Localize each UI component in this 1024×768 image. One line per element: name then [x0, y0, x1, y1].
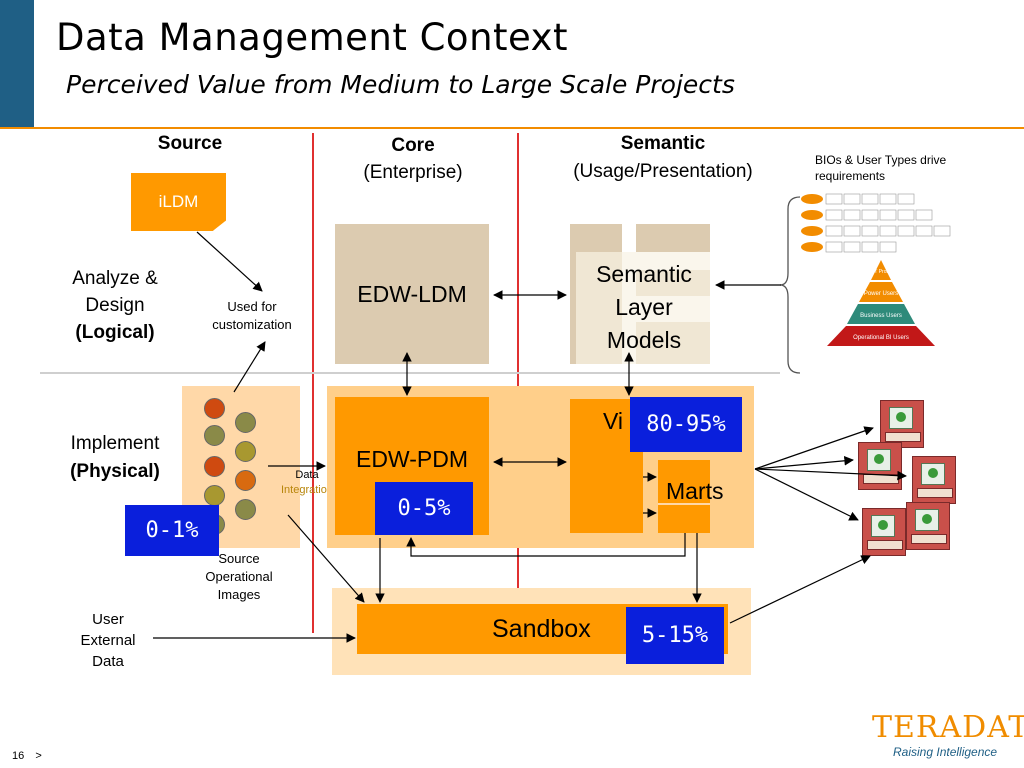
source-db-dot	[235, 412, 256, 433]
arrow-to-users-1	[754, 426, 874, 470]
data-integration-label: Data Integration	[274, 468, 340, 498]
row-label-logical-line2: Design	[85, 295, 145, 316]
arrow-marts-to-pdm	[406, 533, 686, 557]
page-number-value: 16	[12, 750, 25, 762]
column-header-core: Core	[391, 135, 435, 156]
arrow-to-users-4	[754, 468, 859, 521]
teradata-tagline: Raising Intelligence	[893, 745, 998, 759]
pyramid-label-operational-bi: Operational BI Users	[853, 335, 909, 341]
title-rule	[0, 127, 1024, 129]
title-accent-bar	[0, 0, 34, 128]
pyramid-level-it-pros	[871, 260, 891, 280]
next-page-link[interactable]: >	[35, 750, 42, 762]
source-db-dot	[235, 499, 256, 520]
page-number: 16 >	[12, 750, 42, 762]
marts-label: Marts	[666, 478, 724, 504]
pct-badge-semantic: 80-95%	[630, 397, 742, 452]
user-pc-icon	[858, 442, 902, 490]
views-label: Vi	[603, 408, 624, 434]
data-integration-line2: Integration	[281, 484, 333, 496]
marts-box	[658, 460, 710, 533]
used-for-customization-label: Used for customization	[212, 299, 292, 332]
user-pc-icon	[862, 508, 906, 556]
row-label-physical-line1: Implement	[70, 433, 160, 454]
row-label-logical-line1: Analyze &	[72, 268, 158, 289]
slide-subtitle: Perceived Value from Medium to Large Sca…	[66, 70, 735, 99]
pyramid-level-power-users	[859, 282, 903, 302]
divider-core-semantic	[517, 133, 519, 633]
source-operational-images-label: Source Operational Images	[205, 551, 273, 602]
row-label-logical: Analyze & Design (Logical)	[50, 265, 180, 346]
source-db-dot	[204, 456, 225, 477]
pyramid-label-power-users: Power Users	[864, 291, 898, 297]
semantic-stack-front	[576, 252, 710, 364]
semantic-layer-models-label: Semantic Layer Models	[596, 261, 692, 353]
column-subheader-semantic: (Usage/Presentation)	[573, 161, 753, 182]
source-db-dot	[204, 398, 225, 419]
edw-ldm-box: EDW-LDM	[335, 224, 489, 364]
arrow-source-sandbox	[287, 514, 365, 603]
row-label-logical-line3: (Logical)	[75, 322, 155, 343]
data-integration-line1: Data	[295, 469, 319, 481]
user-pc-icon	[906, 502, 950, 550]
pct-badge-source: 0-1%	[125, 505, 219, 556]
bios-note: BIOs & User Types drive requirements	[815, 153, 947, 183]
arrow-to-users-3	[754, 468, 907, 481]
row-label-physical: Implement (Physical)	[50, 430, 180, 486]
edw-pdm-label: EDW-PDM	[355, 445, 468, 472]
sandbox-label: Sandbox	[492, 615, 591, 643]
marts-divider	[658, 503, 710, 505]
arrow-ildm-to-customization	[196, 231, 263, 292]
pyramid-label-business-users: Business Users	[860, 313, 902, 319]
column-header-semantic: Semantic	[620, 133, 706, 154]
semantic-stack-top	[636, 224, 710, 252]
bio-matrix-thumbnail	[801, 193, 951, 253]
row-label-physical-line2: (Physical)	[70, 461, 160, 482]
pyramid-level-business-users	[847, 304, 915, 324]
ildm-note: iLDM	[131, 173, 226, 231]
user-pyramid: IT Pros Power Users Business Users Opera…	[827, 260, 935, 346]
source-db-dot	[235, 470, 256, 491]
divider-source-core	[312, 133, 314, 633]
slide-title: Data Management Context	[56, 16, 569, 59]
user-external-data-label: User External Data	[80, 611, 136, 670]
column-header-source: Source	[157, 133, 223, 154]
user-pc-icon	[912, 456, 956, 504]
pct-badge-core: 0-5%	[375, 482, 473, 535]
pyramid-level-operational-bi	[827, 326, 935, 346]
teradata-logo: TERADATA	[872, 710, 1024, 745]
arrow-source-to-customization	[233, 341, 266, 393]
column-subheader-core: (Enterprise)	[363, 162, 463, 183]
arrow-sandbox-users	[729, 555, 871, 624]
source-db-dot	[204, 425, 225, 446]
user-pc-icon	[880, 400, 924, 448]
source-db-dot	[235, 441, 256, 462]
arrow-to-users-2	[754, 456, 854, 470]
ildm-label: iLDM	[158, 192, 199, 211]
edw-ldm-label: EDW-LDM	[357, 280, 467, 307]
pct-badge-sandbox: 5-15%	[626, 607, 724, 664]
pyramid-label-it-pros: IT Pros	[873, 269, 890, 275]
